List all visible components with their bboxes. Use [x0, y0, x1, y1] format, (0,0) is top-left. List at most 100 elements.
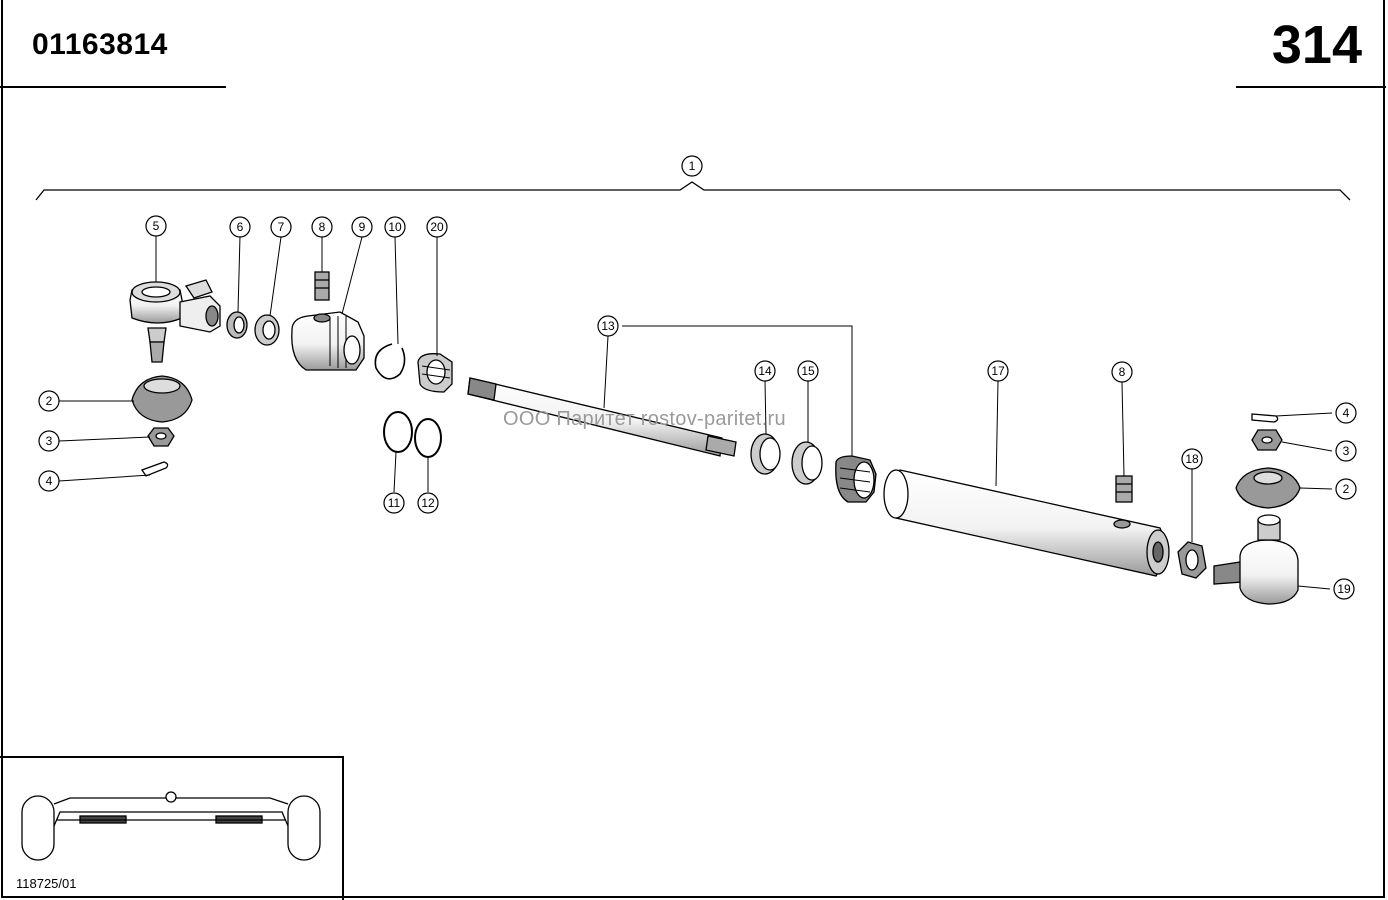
callout-1: 1	[681, 155, 703, 177]
callout-number: 8	[1119, 365, 1126, 379]
cylinder-head-9	[291, 311, 365, 371]
castle-nut-left	[147, 427, 175, 447]
piston	[835, 455, 877, 503]
callout-17: 17	[987, 360, 1009, 382]
grease-nipple-right	[1115, 475, 1133, 503]
callout-number: 20	[430, 220, 444, 234]
callout-number: 17	[991, 364, 1005, 378]
bushing-20	[417, 353, 453, 393]
page-number: 314	[1271, 15, 1362, 75]
callout-7: 7	[270, 216, 292, 238]
callout-circle	[38, 470, 60, 492]
callout-circle	[1111, 361, 1133, 383]
cotter-pin-left	[141, 461, 169, 477]
callout-circle	[311, 216, 333, 238]
inset-box	[0, 756, 344, 900]
lock-nut-18	[1177, 541, 1207, 579]
callout-circle	[426, 216, 448, 238]
callout-number: 4	[46, 474, 53, 488]
inset-wheel-right	[287, 795, 321, 861]
callout-circle	[754, 360, 776, 382]
piston-rod-13	[467, 377, 737, 457]
callout-circle	[351, 216, 373, 238]
callout-circle	[38, 430, 60, 452]
callout-circle	[383, 492, 405, 514]
ring-15	[791, 441, 823, 485]
callout-number: 10	[388, 220, 402, 234]
callout-12: 12	[417, 492, 439, 514]
header-rule-left	[0, 86, 226, 88]
callout-circle	[1335, 402, 1357, 424]
inset-pivot	[165, 791, 177, 803]
callout-circle	[1335, 478, 1357, 500]
callout-number: 12	[421, 496, 435, 510]
document-number: 01163814	[32, 28, 168, 61]
axle-inset-diagram	[21, 791, 321, 861]
cotter-pin-right	[1251, 413, 1279, 423]
callout-4: 4	[1335, 402, 1357, 424]
callout-number: 2	[1343, 482, 1350, 496]
callout-circle	[1181, 448, 1203, 470]
tie-rod-end-right	[1213, 514, 1299, 605]
callout-circle	[38, 390, 60, 412]
callout-9: 9	[351, 216, 373, 238]
callout-5: 5	[145, 215, 167, 237]
callout-circle	[384, 216, 406, 238]
callout-3: 3	[1335, 440, 1357, 462]
callout-number: 18	[1185, 452, 1199, 466]
callout-14: 14	[754, 360, 776, 382]
callout-circle	[1335, 440, 1357, 462]
callout-circle	[797, 360, 819, 382]
circlip-10	[374, 343, 406, 380]
callout-number: 5	[153, 219, 160, 233]
callout-circle	[417, 492, 439, 514]
callout-3: 3	[38, 430, 60, 452]
callout-number: 8	[319, 220, 326, 234]
o-ring-11	[383, 411, 413, 453]
callout-number: 6	[237, 220, 244, 234]
header-rule-right	[1236, 86, 1386, 88]
callout-15: 15	[797, 360, 819, 382]
callout-number: 19	[1337, 582, 1351, 596]
callout-circle	[145, 215, 167, 237]
seal-7	[254, 314, 280, 346]
callout-19: 19	[1333, 578, 1355, 600]
callout-circle	[1333, 578, 1355, 600]
callout-circle	[987, 360, 1009, 382]
inset-code: 118725/01	[16, 876, 77, 891]
o-ring-12	[414, 418, 442, 458]
callout-number: 13	[601, 319, 615, 333]
callout-13: 13	[597, 315, 619, 337]
callout-number: 3	[46, 434, 53, 448]
ring-14	[750, 433, 781, 475]
callout-number: 9	[359, 220, 366, 234]
callout-number: 11	[388, 496, 401, 510]
callout-6: 6	[229, 216, 251, 238]
callout-circle	[270, 216, 292, 238]
callout-number: 3	[1343, 444, 1350, 458]
callout-2: 2	[38, 390, 60, 412]
tie-rod-end-left	[129, 279, 221, 363]
watermark-text: ООО Паритет rostov-paritet.ru	[503, 408, 786, 430]
callout-number: 15	[801, 364, 815, 378]
callout-4: 4	[38, 470, 60, 492]
dust-boot-right	[1235, 467, 1301, 509]
callout-20: 20	[426, 216, 448, 238]
castle-nut-right	[1251, 429, 1283, 451]
seal-6	[226, 311, 248, 339]
callout-number: 7	[278, 220, 285, 234]
callout-10: 10	[384, 216, 406, 238]
dust-boot-left	[131, 375, 193, 423]
callout-number: 2	[46, 394, 53, 408]
callout-8: 8	[311, 216, 333, 238]
callout-circle	[597, 315, 619, 337]
callout-number: 14	[758, 364, 772, 378]
callout-circle	[229, 216, 251, 238]
leader-lines	[58, 235, 1333, 590]
callout-number: 4	[1343, 406, 1350, 420]
callout-18: 18	[1181, 448, 1203, 470]
inset-wheel-left	[21, 795, 55, 861]
